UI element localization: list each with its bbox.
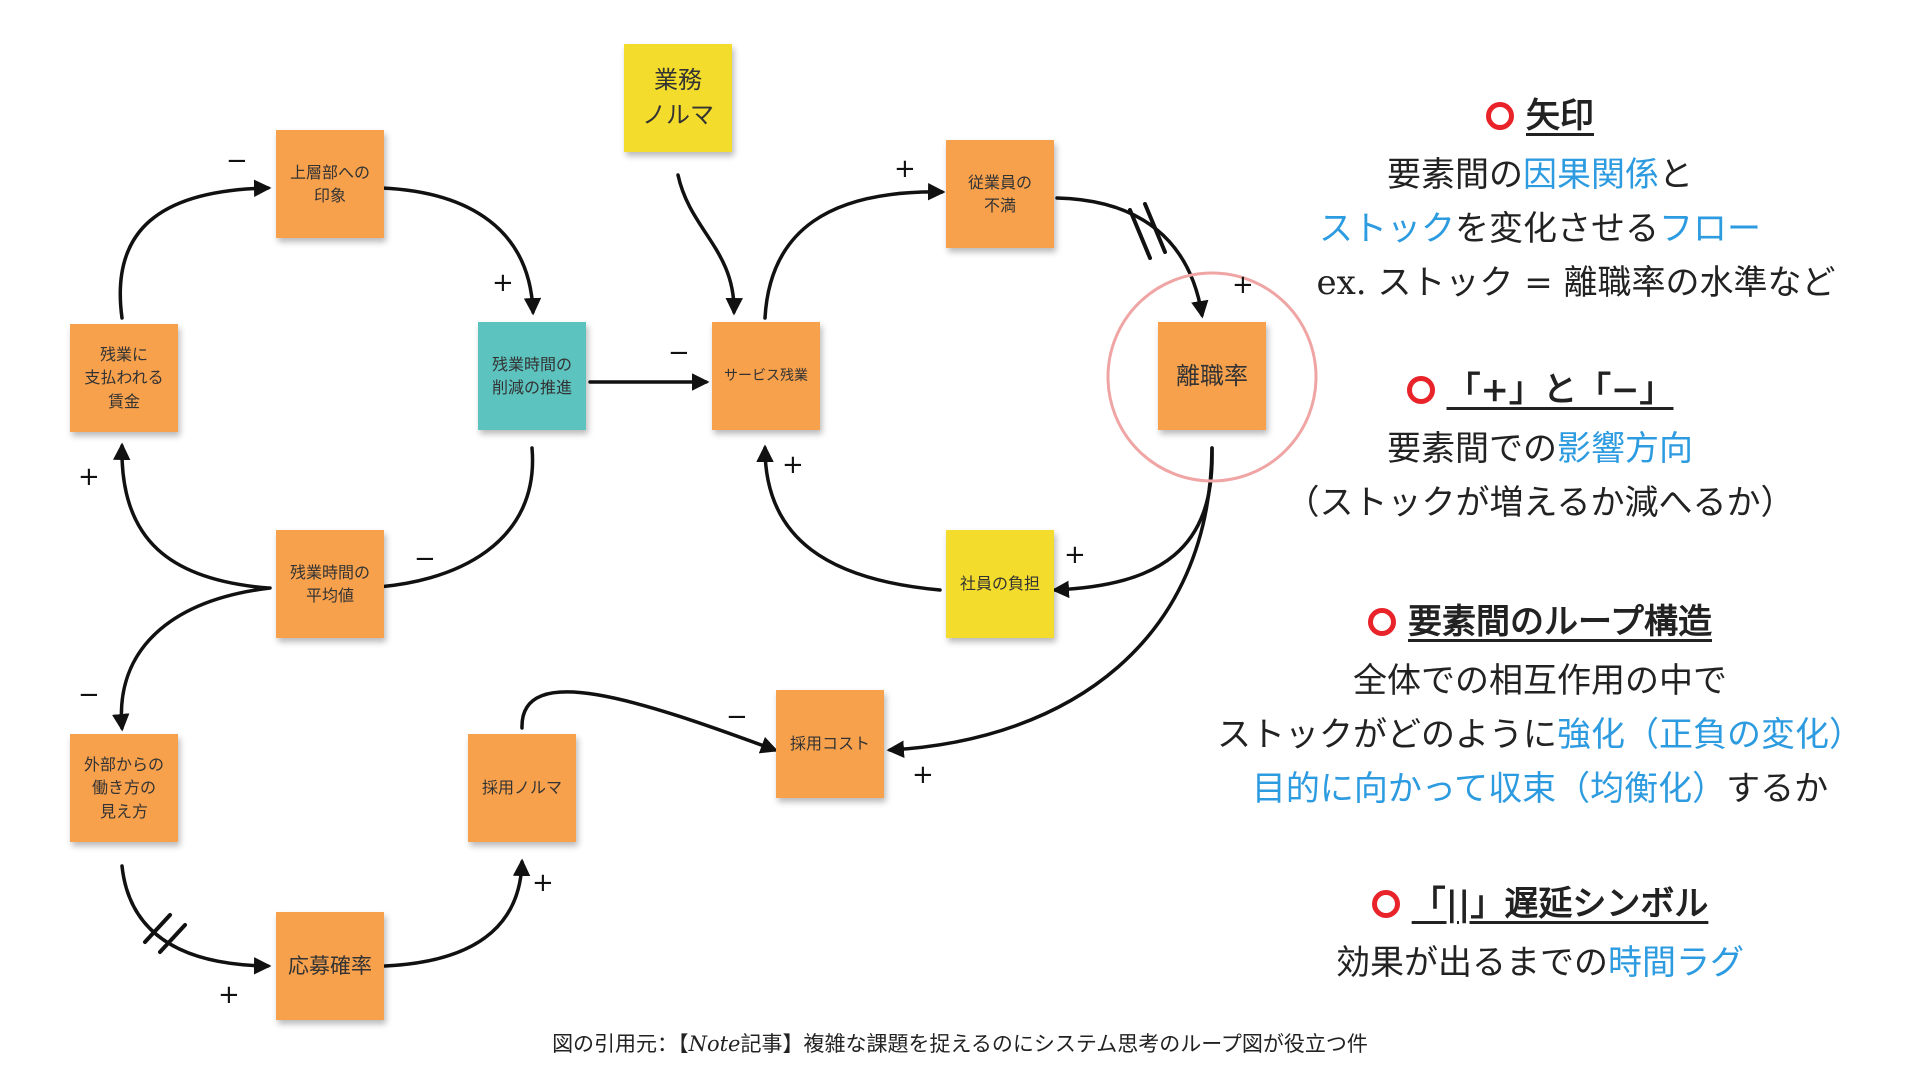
arrow-dissatisfaction-to-turnover [1055,196,1209,319]
node-average-overtime: 残業時間の 平均値 [276,530,384,638]
arrow-turnover-to-cost [886,446,1214,758]
arrow-avg-to-external [112,586,272,732]
sign-plus-dissatisfaction: + [894,154,916,184]
node-overtime-pay: 残業に 支払われる 賃金 [70,324,178,432]
sign-plus-overtimepay: + [78,462,100,492]
legend-delay-line1: 効果が出るまでの時間ラグ [1336,943,1744,983]
node-application-rate: 応募確率 [276,912,384,1020]
node-hiring-quota: 採用ノルマ [468,734,576,842]
delay-mark-external-application [143,913,187,954]
legend-arrow-heading: 矢印 [1200,88,1880,137]
sign-plus-hiringcost: + [912,760,934,790]
node-employee-dissatisfaction: 従業員の 不満 [946,140,1054,248]
legend-arrow-line2: ストックを変化させるフロー [1319,209,1761,249]
sign-plus-reduction-in: + [492,268,514,298]
sign-minus-avg: − [414,544,436,574]
legend-loop-line1: 全体での相互作用の中で [1353,661,1727,701]
sign-minus-upper: − [226,146,248,176]
turnover-highlight-ring [1106,271,1318,483]
node-service-overtime: サービス残業 [712,322,820,430]
arrow-application-to-hiringquota [383,858,531,968]
sign-minus-service: − [668,338,690,368]
sign-minus-hiringcost: − [726,702,748,732]
legend-signs-line1: 要素間での影響方向 [1387,429,1693,469]
sign-plus-service-loop: + [782,450,804,480]
citation: 図の引用元：【Note記事】複雑な課題を捉えるのにシステム思考のループ図が役立つ… [552,1032,1368,1056]
arrow-external-to-application [120,864,272,975]
red-circle-icon [1486,102,1514,130]
legend-arrow-line1: 要素間の因果関係と [1387,155,1693,195]
delay-mark-dissatisfaction-turnover [1128,202,1167,260]
red-circle-icon [1406,376,1435,404]
node-external-view: 外部からの 働き方の 見え方 [70,734,178,842]
node-upper-impression: 上層部への 印象 [276,130,384,238]
node-overtime-reduction: 残業時間の 削減の推進 [478,322,586,430]
node-turnover-rate: 離職率 [1158,322,1266,430]
node-hiring-cost: 採用コスト [776,690,884,798]
node-employee-burden: 社員の負担 [946,530,1054,638]
sign-plus-hiringquota: + [532,868,554,898]
arrow-burden-to-service [756,444,942,592]
legend-signs-heading: 「+」と「−」 [1200,362,1880,411]
sign-plus-burden: + [1064,540,1086,570]
arrow-service-to-dissatisfaction [763,183,946,320]
legend-loop-heading: 要素間のループ構造 [1200,594,1880,643]
legend-delay-heading: 「||」遅延シンボル [1200,876,1880,925]
sign-minus-external: − [78,680,100,710]
red-circle-icon [1368,608,1397,636]
arrow-upper-to-reduction [380,186,542,316]
legend-arrow-example: ex. ストック = 離職率の水準など [1316,263,1836,303]
arrow-hiringquota-to-cost [520,690,779,754]
sign-plus-turnover: + [1232,270,1254,300]
legend-loop-line2: ストックがどのように強化（正負の変化） [1217,715,1863,755]
arrow-reduction-to-avg [356,446,535,597]
arrow-quota-to-service [676,173,743,316]
legend-signs-line2: （ストックが増えるか減へるか） [1285,483,1795,523]
red-circle-icon [1371,890,1400,918]
legend-loop-line3: 目的に向かって収束（均衡化）するか [1251,769,1829,809]
sign-plus-application: + [218,980,240,1010]
arrow-avg-to-overtimepay [112,442,270,590]
arrow-overtimepay-to-upper [118,179,272,320]
node-work-quota: 業務 ノルマ [624,44,732,152]
